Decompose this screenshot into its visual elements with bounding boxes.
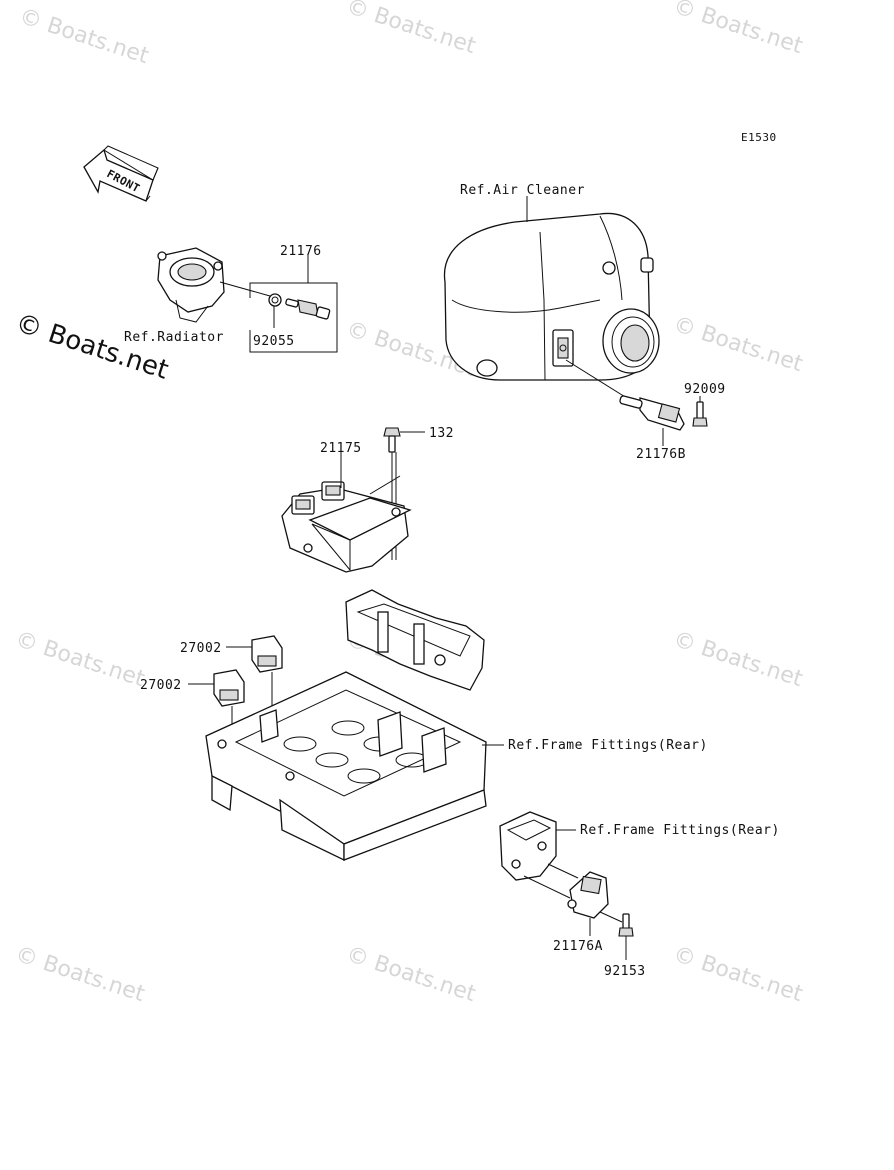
watermark: © Boats.net (670, 627, 806, 692)
watermark-layer: © Boats.net © Boats.net © Boats.net © Bo… (12, 0, 806, 1007)
part-21176A: 21176A (553, 939, 603, 954)
bolt-92009 (692, 396, 708, 427)
relay-27002-upper (226, 635, 283, 710)
bracket-rear (499, 811, 579, 899)
front-arrow: FRONT (83, 145, 159, 202)
watermark: © Boats.net (12, 627, 148, 692)
watermark-prominent: © Boats.net (12, 308, 172, 386)
watermark: © Boats.net (12, 942, 148, 1007)
watermark: © Boats.net (670, 0, 806, 59)
bolt-92153 (599, 911, 634, 960)
sensor-21176B (565, 359, 685, 446)
radiator-housing (157, 247, 271, 323)
ref-radiator: Ref.Radiator (124, 330, 224, 345)
part-92009: 92009 (684, 382, 726, 397)
ref-air-cleaner: Ref.Air Cleaner (460, 183, 585, 198)
ref-frame-fittings-2: Ref.Frame Fittings(Rear) (580, 823, 780, 838)
ref-frame-fittings-1: Ref.Frame Fittings(Rear) (508, 738, 708, 753)
part-27002-upper: 27002 (180, 641, 222, 656)
frame-tray (205, 589, 504, 862)
watermark: © Boats.net (343, 0, 479, 59)
air-cleaner-housing (443, 212, 660, 381)
watermark: © Boats.net (670, 312, 806, 377)
watermark: © Boats.net (670, 942, 806, 1007)
part-21176B: 21176B (636, 447, 686, 462)
watermark: © Boats.net (343, 942, 479, 1007)
part-21176: 21176 (280, 244, 322, 259)
watermark: © Boats.net (16, 4, 152, 69)
ecu-21175 (281, 452, 412, 573)
part-27002-lower: 27002 (140, 678, 182, 693)
part-92153: 92153 (604, 964, 646, 979)
sensor-21176A (567, 871, 609, 936)
sensor-kit-21176 (249, 255, 338, 353)
relay-27002-lower (188, 669, 245, 730)
part-132: 132 (429, 426, 454, 441)
diagram-code: E1530 (741, 131, 777, 144)
part-92055: 92055 (253, 334, 295, 349)
part-21175: 21175 (320, 441, 362, 456)
